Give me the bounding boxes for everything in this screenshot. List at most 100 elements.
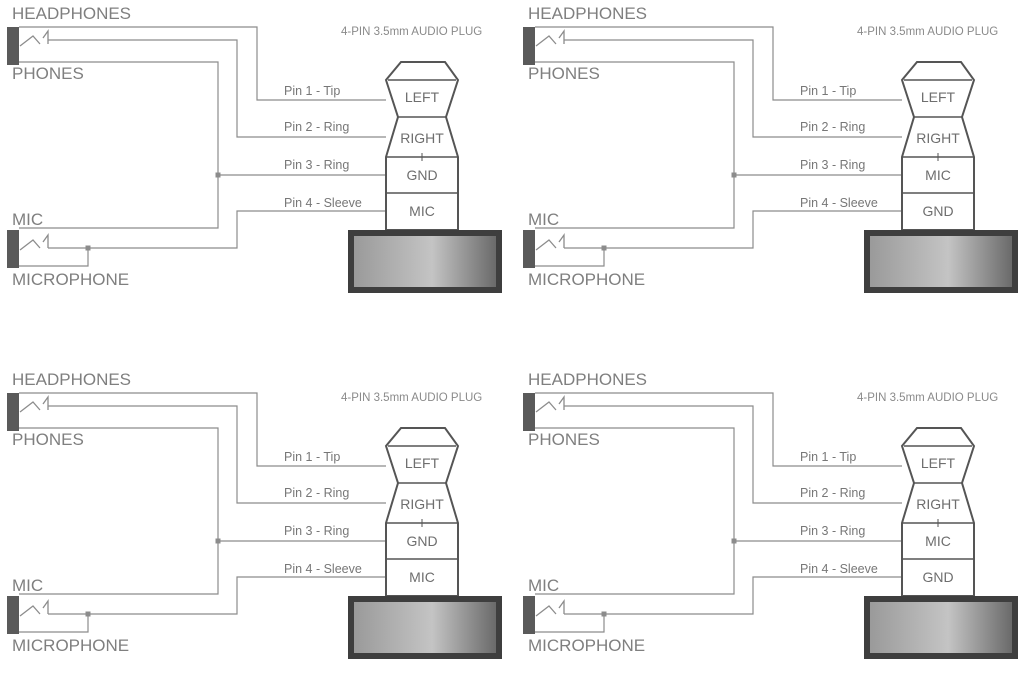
plug-handle — [354, 602, 496, 653]
headphone-jack-contact — [19, 401, 41, 413]
plug-segment-label: MIC — [925, 533, 951, 549]
plug-segment-label: GND — [406, 167, 438, 183]
microphone-jack-contact — [535, 605, 557, 617]
wiring-svg — [7, 26, 502, 293]
plug-segment-label: RIGHT — [916, 496, 960, 512]
headphone-jack-contact — [42, 394, 49, 410]
wire — [88, 576, 386, 615]
plug-segment-label: MIC — [925, 167, 951, 183]
plug-segment-label: GND — [406, 533, 438, 549]
wire — [535, 247, 605, 267]
plug-title: 4-PIN 3.5mm AUDIO PLUG — [341, 26, 483, 38]
wire-junction — [85, 611, 91, 617]
wire — [19, 392, 386, 467]
microphone-jack-contact — [558, 598, 565, 614]
plug-handle — [870, 602, 1012, 653]
wire — [604, 576, 902, 615]
microphone-jack-contact — [19, 605, 41, 617]
plug-segment-label: LEFT — [920, 89, 956, 105]
plug-wiring-panel: HEADPHONES PHONES MIC MICROPHONE 4-PIN 3.5mm… — [0, 0, 512, 330]
wire — [535, 392, 902, 467]
headphone-jack-body — [523, 393, 535, 431]
headphone-jack-contact — [19, 35, 41, 47]
plug-segment-label: MIC — [409, 569, 435, 585]
pin-label: Pin 3 - Ring — [800, 158, 866, 172]
pin-label: Pin 3 - Ring — [800, 524, 866, 538]
plug-segment-label: GND — [922, 203, 954, 219]
plug-segment-label: LEFT — [404, 455, 440, 471]
pin-label: Pin 1 - Tip — [284, 450, 341, 464]
plug-title: 4-PIN 3.5mm AUDIO PLUG — [857, 392, 999, 404]
plug-segment-label: MIC — [409, 203, 435, 219]
microphone-jack-contact — [535, 239, 557, 251]
pin-label: Pin 1 - Tip — [800, 450, 857, 464]
microphone-label: MICROPHONE — [528, 270, 646, 289]
wire — [535, 26, 902, 101]
mic-label: MIC — [528, 210, 560, 229]
microphone-jack-contact — [558, 232, 565, 248]
wire-junction — [731, 172, 737, 178]
wire — [48, 39, 386, 138]
plug-segment-label: RIGHT — [400, 496, 444, 512]
headphone-jack-body — [7, 393, 19, 431]
plug-handle — [354, 236, 496, 287]
wire-junction — [731, 538, 737, 544]
plug-segment-label: LEFT — [920, 455, 956, 471]
microphone-label: MICROPHONE — [12, 636, 130, 655]
microphone-jack-body — [523, 596, 535, 634]
plug-segment-label: LEFT — [404, 89, 440, 105]
microphone-jack-body — [7, 596, 19, 634]
plug-title: 4-PIN 3.5mm AUDIO PLUG — [341, 392, 483, 404]
wire-junction — [601, 611, 607, 617]
pin-label: Pin 2 - Ring — [284, 486, 350, 500]
plug-handle — [870, 236, 1012, 287]
phones-label: PHONES — [12, 430, 84, 449]
pin-label: Pin 1 - Tip — [284, 84, 341, 98]
headphone-jack-body — [7, 27, 19, 65]
wiring-diagram-grid: HEADPHONES PHONES MIC MICROPHONE 4-PIN 3.5mm… — [0, 0, 1024, 659]
phones-label: PHONES — [528, 430, 600, 449]
pin-label: Pin 4 - Sleeve — [284, 562, 362, 576]
phones-label: PHONES — [528, 64, 600, 83]
microphone-label: MICROPHONE — [12, 270, 130, 289]
phones-label: PHONES — [12, 64, 84, 83]
pin-label: Pin 2 - Ring — [800, 486, 866, 500]
wire — [19, 427, 219, 595]
pin-label: Pin 4 - Sleeve — [284, 196, 362, 210]
wire — [19, 61, 219, 229]
pin-label: Pin 1 - Tip — [800, 84, 857, 98]
plug-segment-label: RIGHT — [916, 130, 960, 146]
pin-label: Pin 4 - Sleeve — [800, 196, 878, 210]
plug-segment-label: GND — [922, 569, 954, 585]
wire — [535, 61, 735, 229]
wire — [19, 247, 89, 267]
plug-title: 4-PIN 3.5mm AUDIO PLUG — [857, 26, 999, 38]
pin-label: Pin 4 - Sleeve — [800, 562, 878, 576]
wire — [19, 26, 386, 101]
mic-label: MIC — [12, 576, 44, 595]
wire — [19, 613, 89, 633]
wire — [564, 39, 902, 138]
headphone-jack-contact — [535, 35, 557, 47]
headphone-jack-contact — [558, 28, 565, 44]
microphone-jack-contact — [42, 598, 49, 614]
headphone-jack-contact — [535, 401, 557, 413]
wiring-svg — [523, 26, 1018, 293]
wire — [48, 405, 386, 504]
wire — [535, 427, 735, 595]
headphones-label: HEADPHONES — [12, 4, 132, 23]
pin-label: Pin 2 - Ring — [800, 120, 866, 134]
pin-label: Pin 3 - Ring — [284, 524, 350, 538]
wire-junction — [215, 172, 221, 178]
wire — [88, 210, 386, 249]
wire — [564, 405, 902, 504]
wire-junction — [85, 245, 91, 251]
headphones-label: HEADPHONES — [528, 4, 648, 23]
plug-segment-label: RIGHT — [400, 130, 444, 146]
microphone-jack-contact — [19, 239, 41, 251]
microphone-jack-body — [523, 230, 535, 268]
microphone-jack-body — [7, 230, 19, 268]
wire-junction — [215, 538, 221, 544]
plug-wiring-panel: HEADPHONES PHONES MIC MICROPHONE 4-PIN 3.5mm… — [516, 0, 1024, 330]
